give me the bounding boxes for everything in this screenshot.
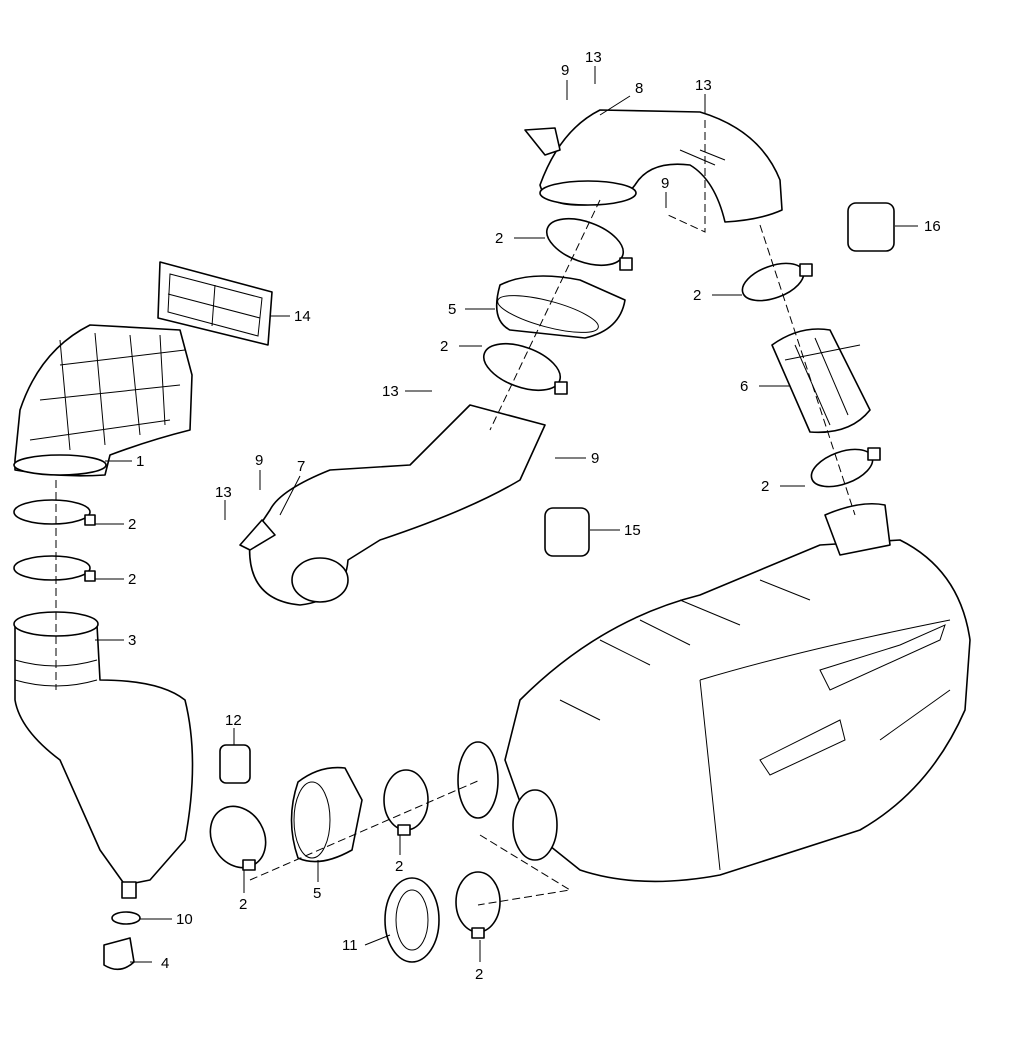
callout-label: 15 <box>624 522 641 539</box>
part-5-rubber-sleeve-upper[interactable] <box>494 275 626 340</box>
callout-label: 2 <box>693 287 701 304</box>
callout-label: 9 <box>591 450 599 467</box>
part-1-intake-elbow[interactable] <box>13 324 193 477</box>
callout-label: 5 <box>313 885 321 902</box>
assembly-center-lines <box>55 120 856 906</box>
air-filter-housing[interactable] <box>457 502 971 883</box>
callout-label: 6 <box>740 378 748 395</box>
callout-labels: 9 13 8 13 9 2 16 2 5 14 2 13 6 1 9 9 7 2… <box>95 49 941 983</box>
callout-label: 14 <box>294 308 311 325</box>
callout-label: 5 <box>448 301 456 318</box>
callout-label: 7 <box>297 458 305 475</box>
part-8-upper-air-duct[interactable] <box>524 109 783 223</box>
callout-label: 12 <box>225 712 242 729</box>
callout-label: 2 <box>761 478 769 495</box>
part-14-filter-grille[interactable] <box>157 261 273 346</box>
part-7-intake-pipe[interactable] <box>239 404 546 606</box>
callout-label: 13 <box>585 49 602 66</box>
callout-label: 11 <box>342 937 358 954</box>
callout-label: 2 <box>128 571 136 588</box>
callout-label: 9 <box>561 62 569 79</box>
callout-label: 2 <box>495 230 503 247</box>
callout-label: 2 <box>128 516 136 533</box>
callout-label: 2 <box>440 338 448 355</box>
part-11-sleeve[interactable] <box>384 877 440 963</box>
callout-label: 13 <box>215 484 232 501</box>
part-5-rubber-sleeve-lower[interactable] <box>290 766 363 863</box>
callout-label: 2 <box>395 858 403 875</box>
callout-label: 8 <box>635 80 643 97</box>
callout-label: 2 <box>239 896 247 913</box>
callout-label: 1 <box>136 453 144 470</box>
callout-label: 9 <box>255 452 263 469</box>
part-4-cap[interactable] <box>103 937 135 971</box>
part-15-seal[interactable] <box>544 507 590 557</box>
callout-label: 13 <box>695 77 712 94</box>
part-12-seal[interactable] <box>219 744 251 784</box>
part-2-hose-clamps[interactable] <box>13 210 881 939</box>
callout-label: 16 <box>924 218 941 235</box>
callout-label: 13 <box>382 383 399 400</box>
part-3-intake-tube[interactable] <box>13 611 194 899</box>
callout-label: 9 <box>661 175 669 192</box>
callout-label: 2 <box>475 966 483 983</box>
callout-label: 10 <box>176 911 193 928</box>
callout-label: 3 <box>128 632 136 649</box>
callout-label: 4 <box>161 955 169 972</box>
part-16-seal[interactable] <box>847 202 895 252</box>
part-6-connector-pipe[interactable] <box>771 328 871 434</box>
part-10-clip[interactable] <box>111 911 141 925</box>
